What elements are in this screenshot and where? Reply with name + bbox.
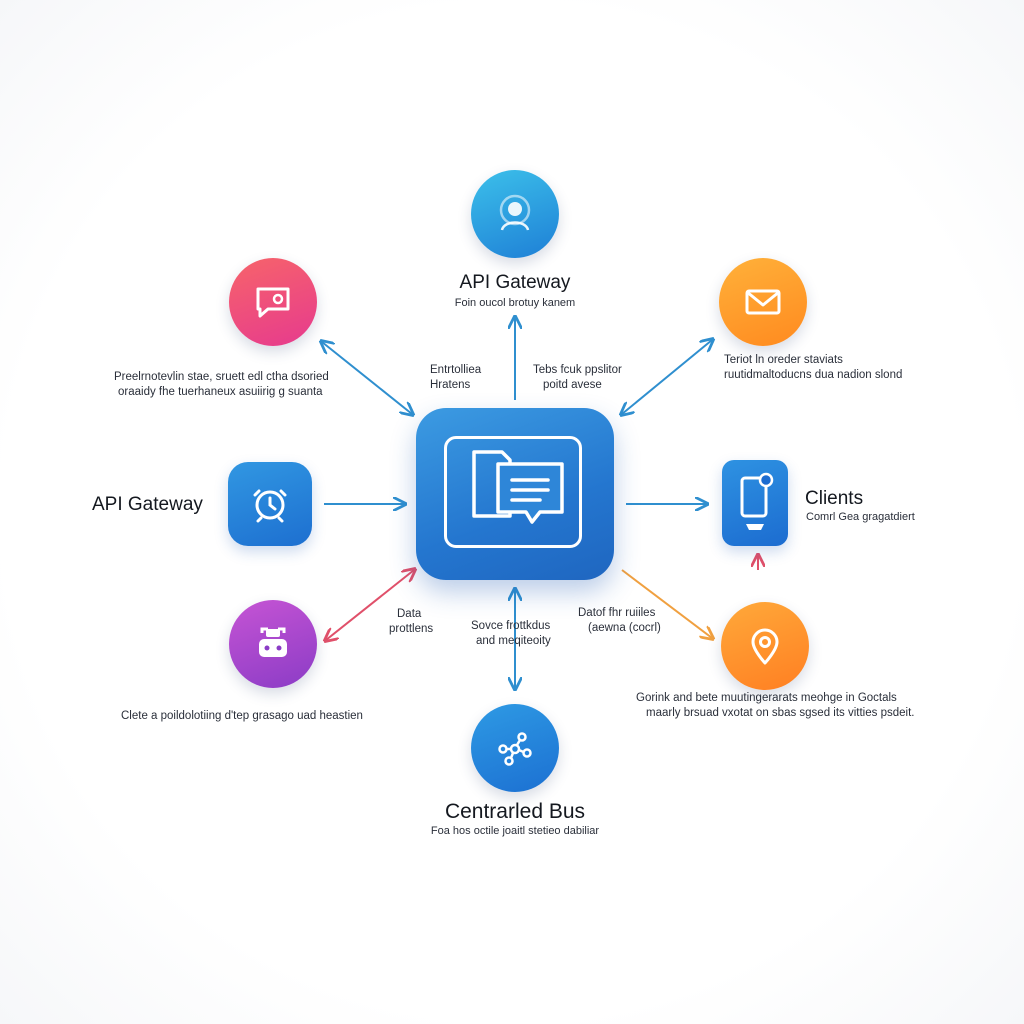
edge-label-upper-right-line1: Tebs fcuk ppslitor: [533, 364, 622, 376]
bottom-right-caption-line1: Gorink and bete muutingerarats meohge in…: [636, 692, 897, 704]
top-right-caption-line1: Teriot ln oreder staviats: [724, 354, 843, 366]
arrow-hub-to-bottomright: [621, 569, 712, 638]
arrow-topright-hub: [622, 340, 712, 414]
bottom-right-caption-line2: maarly brsuad vxotat on sbas sgsed its v…: [646, 707, 915, 719]
left-node[interactable]: [228, 462, 312, 546]
edge-label-upper-left-line1: Entrtolliea: [430, 364, 482, 376]
top-node-title: API Gateway: [459, 272, 571, 293]
top-right-caption-line2: ruutidmaltoducns dua nadion slond: [724, 369, 903, 381]
central-hub[interactable]: [416, 408, 614, 580]
top-right-node[interactable]: [719, 258, 807, 346]
edge-label-lower-left-line2: prottlens: [389, 623, 434, 635]
top-node[interactable]: [471, 170, 559, 258]
edge-label-lower-right-line2: (aewna (cocrl): [588, 622, 661, 634]
top-left-caption-line2: oraaidy fhe tuerhaneux asuiirig g suanta: [118, 386, 323, 398]
user-icon: [499, 194, 531, 231]
top-left-node[interactable]: [229, 258, 317, 346]
right-node[interactable]: [722, 460, 788, 546]
edge-label-upper-right-line2: poitd avese: [543, 379, 602, 391]
edge-label-lower-mid-line2: and meqiteoity: [476, 635, 551, 647]
top-left-caption-line1: Preelrnotevlin stae, sruett edl ctha dso…: [114, 371, 329, 383]
bottom-node-subtitle: Foa hos octile joaitl stetieo dabiliar: [430, 825, 600, 837]
arrow-topleft-hub: [322, 342, 412, 414]
bottom-left-node[interactable]: [229, 600, 317, 688]
mobile-device-icon: [740, 472, 774, 530]
edge-label-lower-mid-line1: Sovce frottkdus: [471, 620, 551, 632]
envelope-icon: [745, 289, 781, 315]
network-icon: [498, 732, 532, 766]
bottom-left-caption: Clete a poildolotiing d'tep grasago uad …: [121, 710, 363, 722]
right-node-title: Clients: [805, 488, 864, 509]
left-node-title: API Gateway: [92, 494, 203, 515]
bottom-right-node[interactable]: [721, 602, 809, 690]
documents-chat-icon: [472, 450, 564, 524]
chat-icon: [256, 287, 290, 318]
arrow-bottomleft-hub: [326, 570, 414, 640]
location-pin-icon: [751, 628, 779, 665]
bottom-node[interactable]: [471, 704, 559, 792]
edge-label-lower-left-line1: Data: [397, 608, 422, 620]
right-node-subtitle: Comrl Gea gragatdiert: [806, 511, 915, 523]
top-node-subtitle: Foin oucol brotuy kanem: [454, 297, 576, 309]
robot-icon: [259, 627, 287, 657]
bottom-node-title: Centrarled Bus: [444, 800, 586, 823]
edge-label-upper-left-line2: Hratens: [430, 379, 471, 391]
hub-frame: [444, 436, 582, 548]
clock-icon: [253, 489, 287, 523]
edge-label-lower-right-line1: Datof fhr ruiiles: [578, 607, 656, 619]
